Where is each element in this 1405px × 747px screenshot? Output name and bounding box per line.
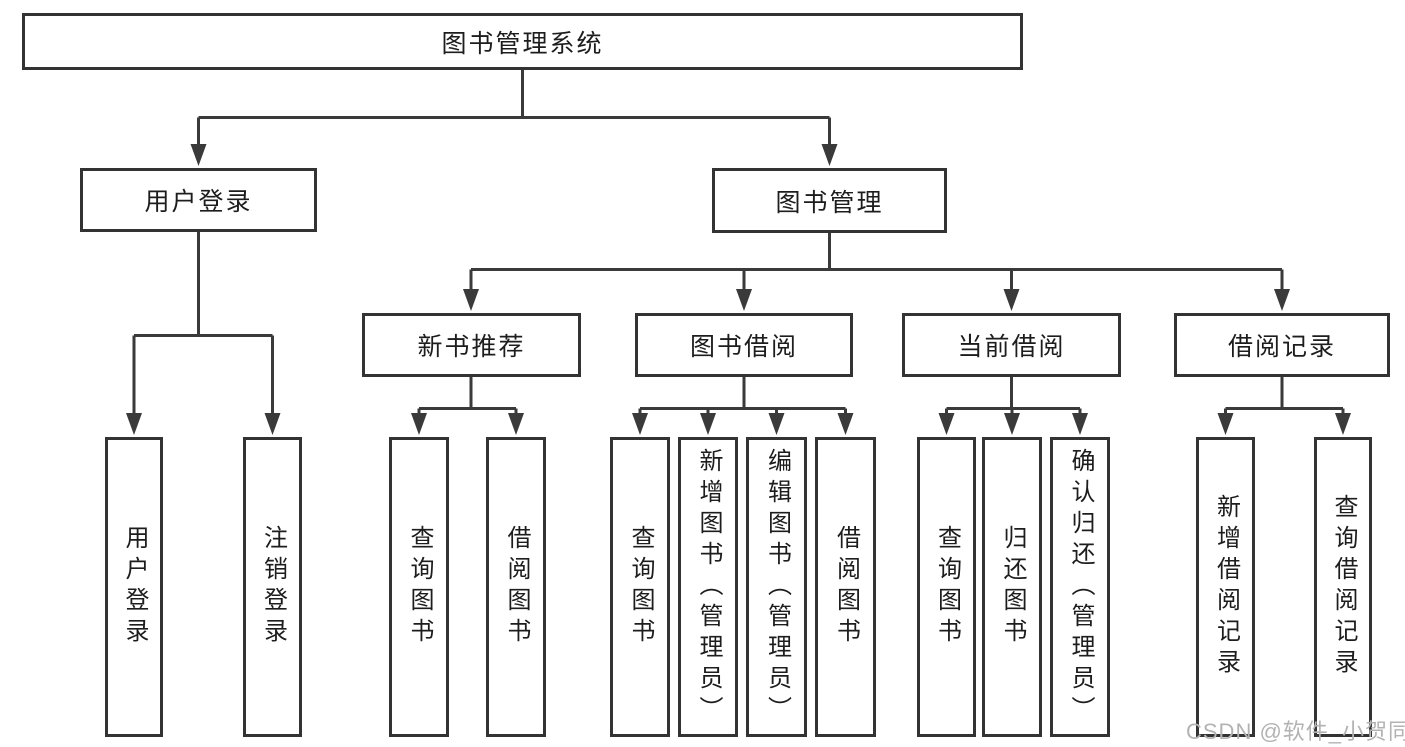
arrow-down-icon	[411, 413, 427, 435]
leaf-query-books-recommend: 查询图书	[389, 437, 449, 737]
arrow-down-icon	[632, 413, 648, 435]
connector-book-borrowing-to-children	[632, 377, 854, 435]
leaf-return-books: 归还图书	[982, 437, 1042, 737]
arrow-down-icon	[837, 413, 854, 435]
arrow-down-icon	[1217, 413, 1234, 435]
arrow-down-icon	[1072, 413, 1088, 435]
arrow-down-icon	[1274, 289, 1290, 311]
arrow-down-icon	[190, 144, 207, 166]
leaf-logout: 注销登录	[243, 437, 302, 737]
arrow-down-icon	[264, 413, 281, 435]
node-book-borrowing: 图书借阅	[635, 313, 853, 377]
arrow-down-icon	[768, 413, 785, 435]
arrow-down-icon	[126, 413, 142, 435]
arrow-down-icon	[700, 413, 716, 435]
arrow-down-icon	[938, 413, 955, 435]
node-book-management: 图书管理	[712, 168, 947, 233]
node-new-book-recommendation: 新书推荐	[362, 313, 581, 377]
arrow-down-icon	[1003, 289, 1020, 311]
leaf-add-books-admin: 新增图书（管理员）	[678, 437, 738, 737]
leaf-query-books-current: 查询图书	[917, 437, 976, 737]
leaf-edit-books-admin: 编辑图书（管理员）	[746, 437, 807, 737]
leaf-confirm-return-admin: 确认归还（管理员）	[1050, 437, 1110, 737]
connector-current-borrowing-to-children	[938, 377, 1088, 435]
arrow-down-icon	[736, 289, 752, 311]
leaf-add-borrow-record: 新增借阅记录	[1196, 437, 1255, 737]
leaf-user-login: 用户登录	[105, 437, 163, 737]
connector-borrowing-records-to-children	[1217, 377, 1351, 435]
node-user-login: 用户登录	[80, 168, 317, 232]
watermark-csdn: CSDN @软件_小贺同学	[1186, 719, 1405, 744]
arrow-down-icon	[1335, 413, 1351, 435]
arrow-down-icon	[1004, 413, 1020, 435]
arrow-down-icon	[463, 289, 479, 311]
connector-root-to-level2	[190, 70, 838, 166]
arrow-down-icon	[821, 144, 838, 166]
node-current-borrowing: 当前借阅	[902, 313, 1121, 377]
node-borrowing-records: 借阅记录	[1174, 313, 1390, 377]
connector-new-book-recommendation-to-children	[411, 377, 524, 435]
leaf-borrow-books: 借阅图书	[815, 437, 876, 737]
leaf-query-books-borrowing: 查询图书	[610, 437, 670, 737]
connector-user-login-to-children	[126, 232, 281, 435]
leaf-borrow-books-recommend: 借阅图书	[486, 437, 546, 737]
connector-book-management-to-level3	[463, 233, 1290, 311]
leaf-query-borrow-record: 查询借阅记录	[1314, 437, 1372, 737]
arrow-down-icon	[508, 413, 524, 435]
node-library-management-system: 图书管理系统	[22, 13, 1023, 70]
